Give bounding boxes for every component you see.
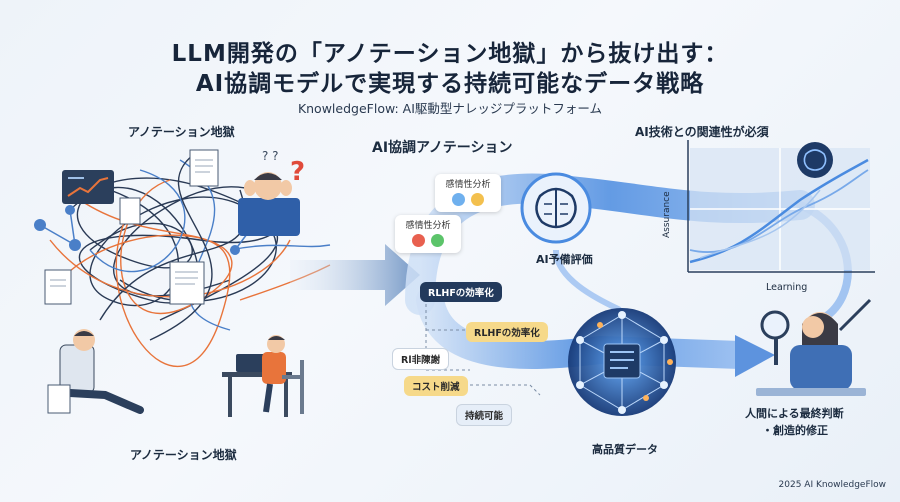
- sentiment-card: 感情性分析: [435, 174, 501, 212]
- assurance-learning-chart: [687, 140, 875, 273]
- page-title-line2: AI協調モデルで実現する持続可能なデータ戦略: [195, 71, 705, 97]
- data-network-icon: [568, 308, 676, 416]
- neutral-face-icon: [471, 193, 484, 206]
- axis-x-label: Learning: [766, 282, 808, 293]
- sentiment-card-title: 感情性分析: [405, 221, 451, 231]
- cost-reduction-pill: コスト削減: [404, 376, 468, 396]
- rlhf-pill-dark: RLHFの効率化: [420, 282, 502, 302]
- brain-icon: [520, 172, 592, 244]
- page-title-line1: LLM開発の「アノテーション地獄」から抜け出す：: [171, 41, 729, 67]
- rl-pill: Rl非陳謝: [392, 348, 450, 370]
- svg-text:?: ?: [290, 157, 305, 187]
- human-reviewer-icon: [756, 298, 872, 396]
- happy-face-icon: [431, 234, 444, 247]
- axis-y-label: Assurance: [662, 191, 672, 238]
- document-icon: [44, 149, 219, 305]
- kneeling-person-icon: [47, 329, 144, 414]
- human-judgement-label: 人間による最終判断: [745, 407, 844, 420]
- sentiment-card: 感情性分析: [395, 215, 461, 253]
- svg-text:? ?: ? ?: [262, 149, 279, 163]
- stressed-person-icon: ? ? ?: [238, 149, 305, 236]
- flow-arrowhead: [735, 335, 775, 377]
- transition-arrow: [290, 244, 420, 306]
- page-subtitle: KnowledgeFlow: AI駆動型ナレッジプラットフォーム: [297, 101, 603, 116]
- sad-face-icon: [452, 193, 465, 206]
- center-label: AI協調アノテーション: [372, 140, 513, 156]
- chart-monitor-icon: [62, 170, 114, 204]
- sentiment-card-title: 感情性分析: [445, 180, 491, 190]
- desk-worker-icon: [222, 335, 304, 417]
- angry-face-icon: [412, 234, 425, 247]
- rlhf-pill-yellow: RLHFの効率化: [466, 322, 548, 342]
- ai-eval-label: AI予備評価: [536, 253, 593, 266]
- left-bottom-label: アノテーション地獄: [130, 448, 237, 462]
- creative-fix-label: ・創造的修正: [762, 424, 828, 437]
- right-label: AI技術との関連性が必須: [635, 125, 769, 139]
- footer-copyright: 2025 AI KnowledgeFlow: [778, 480, 886, 490]
- high-quality-label: 高品質データ: [592, 443, 658, 456]
- left-top-label: アノテーション地獄: [128, 125, 235, 139]
- sustainable-pill: 持続可能: [456, 404, 513, 426]
